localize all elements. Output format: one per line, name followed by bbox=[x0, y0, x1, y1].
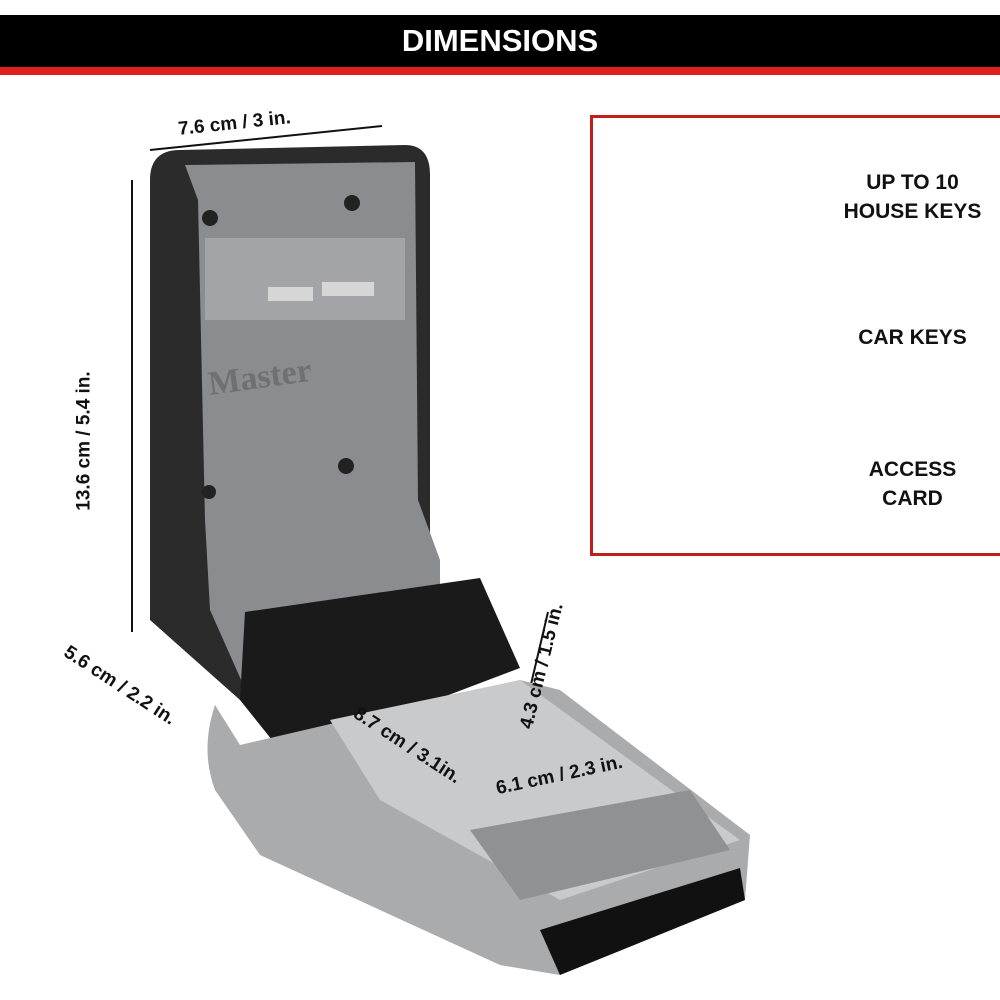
dial-housing bbox=[240, 578, 520, 750]
feature-car-keys: CAR KEYS bbox=[830, 323, 995, 352]
feature-house-keys: UP TO 10 HOUSE KEYS bbox=[825, 168, 1000, 226]
feature-label: ACCESS bbox=[868, 458, 957, 481]
feature-label: CAR KEYS bbox=[858, 326, 967, 349]
feature-label: HOUSE KEYS bbox=[843, 200, 982, 223]
feature-access-card: ACCESS CARD bbox=[830, 455, 995, 513]
feature-label: CARD bbox=[882, 487, 943, 510]
page-title: DIMENSIONS bbox=[0, 15, 1000, 67]
header-accent-line bbox=[0, 67, 1000, 75]
button-panel bbox=[470, 790, 730, 900]
feature-label: UP TO 10 bbox=[866, 171, 959, 194]
capacity-panel bbox=[590, 115, 1000, 556]
height-dimension-label: 13.6 cm / 5.4 in. bbox=[73, 371, 95, 511]
key-hook-bar bbox=[205, 238, 405, 320]
bottom-edge bbox=[540, 868, 745, 975]
